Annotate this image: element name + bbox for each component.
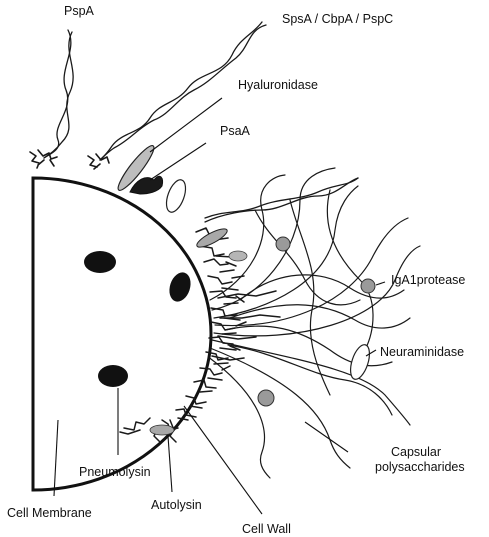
- spsa-anchor-cluster: [88, 154, 109, 169]
- pneumolysin-granule-1: [84, 251, 116, 273]
- label-hyaluronidase: Hyaluronidase: [238, 78, 318, 92]
- pneumolysin-granule-3: [98, 365, 128, 387]
- capsular-polysaccharide-strands: [207, 168, 420, 478]
- leader-hyaluronidase: [150, 98, 222, 152]
- label-iga1protease: IgA1protease: [391, 273, 465, 287]
- surface-protein-oval-top: [163, 177, 190, 214]
- autolysin-shape: [150, 425, 174, 435]
- surface-fiber-right: [205, 178, 358, 222]
- label-psaa: PsaA: [220, 124, 251, 138]
- leader-capsular: [305, 422, 348, 452]
- leader-psaa: [150, 143, 206, 180]
- label-autolysin: Autolysin: [151, 498, 202, 512]
- pspa-fiber: [44, 30, 73, 158]
- label-spsa-cbpa-pspc: SpsA / CbpA / PspC: [282, 12, 393, 26]
- label-capsular-line1: Capsular: [391, 445, 441, 459]
- label-cell-membrane: Cell Membrane: [7, 506, 92, 520]
- iga1protease-shape-2: [361, 279, 375, 293]
- label-neuraminidase: Neuraminidase: [380, 345, 464, 359]
- label-capsular-line2: polysaccharides: [375, 460, 465, 474]
- iga1protease-shape-1: [276, 237, 290, 251]
- cell-body: [33, 178, 211, 490]
- label-pneumolysin: Pneumolysin: [79, 465, 151, 479]
- leader-autolysin: [168, 436, 172, 492]
- surface-protein-gray-blob: [229, 251, 247, 261]
- label-cell-wall: Cell Wall: [242, 522, 291, 536]
- label-pspa: PspA: [64, 4, 95, 18]
- iga1protease-shape-3: [258, 390, 274, 406]
- leader-iga1protease: [376, 282, 385, 285]
